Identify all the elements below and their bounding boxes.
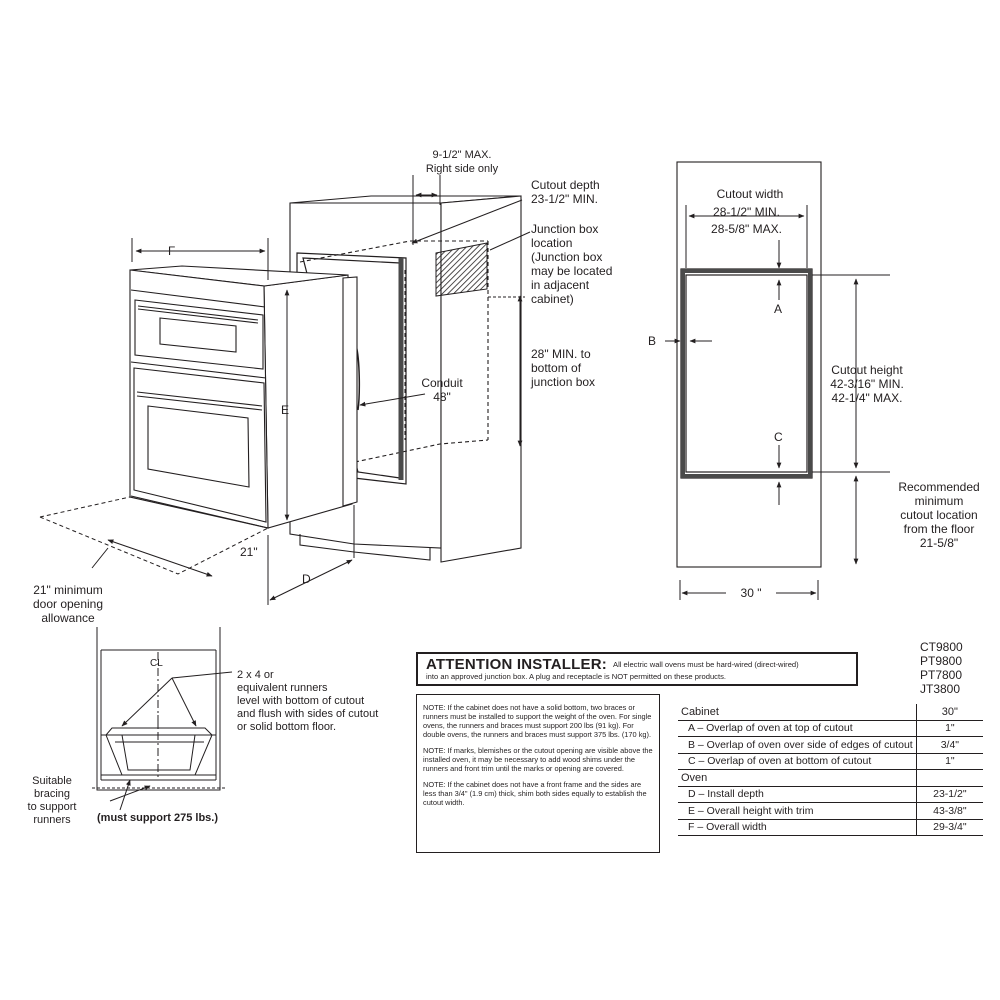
table-row: E – Overall height with trim 43-3/8" xyxy=(678,802,983,820)
note-marks-blemishes: NOTE: If marks, blemishes or the cutout … xyxy=(423,746,653,773)
spec-label: E – Overall height with trim xyxy=(678,802,917,820)
spec-value: 3/4" xyxy=(915,736,983,754)
table-row: D – Install depth 23-1/2" xyxy=(678,786,983,803)
spec-value xyxy=(915,769,983,787)
spec-value: 30" xyxy=(915,704,983,721)
model-number: CT9800 xyxy=(920,640,963,654)
spec-value: 43-3/8" xyxy=(915,802,983,820)
attention-line-1: All electric wall ovens must be hard-wir… xyxy=(613,660,799,669)
spec-label: Cabinet xyxy=(678,704,917,721)
table-row: B – Overlap of oven over side of edges o… xyxy=(678,736,983,754)
spec-value: 29-3/4" xyxy=(915,819,983,836)
cutout-height-label: Cutout height 42-3/16" MIN. 42-1/4" MAX. xyxy=(830,363,904,405)
attention-title: ATTENTION INSTALLER: xyxy=(426,656,607,673)
spec-label: F – Overall width xyxy=(678,819,917,836)
dim-f-label: F xyxy=(168,244,176,258)
bracing-label: Suitable bracing to support runners xyxy=(27,775,77,826)
dim-d-label: D xyxy=(302,572,311,586)
cutout-width-min: 28-1/2" MIN. xyxy=(713,205,780,219)
model-list: CT9800 PT9800 PT7800 JT3800 xyxy=(920,640,963,696)
spec-value: 1" xyxy=(915,753,983,770)
spec-value: 1" xyxy=(915,720,983,737)
spec-label: B – Overlap of oven over side of edges o… xyxy=(678,736,917,754)
spec-value: 23-1/2" xyxy=(915,786,983,803)
cutout-width-max: 28-5/8" MAX. xyxy=(711,222,782,236)
spec-label: C – Overlap of oven at bottom of cutout xyxy=(678,753,917,770)
note-front-frame: NOTE: If the cabinet does not have a fro… xyxy=(423,780,647,807)
centerline-label: CL xyxy=(150,658,163,669)
dim-e-label: E xyxy=(281,403,290,417)
side-max-label: 9-1/2" MAX. Right side only xyxy=(425,149,499,175)
overlap-a-label: A xyxy=(774,302,783,316)
model-number: PT7800 xyxy=(920,668,963,682)
junction-box xyxy=(435,242,488,297)
table-row: Oven xyxy=(678,769,983,787)
table-row: Cabinet 30" xyxy=(678,704,983,721)
overlap-b-label: B xyxy=(648,334,657,348)
conduit-label: Conduit 48" xyxy=(421,376,463,404)
floor-location-label: Recommended minimum cutout location from… xyxy=(898,480,980,550)
junction-box-label: Junction box location (Junction box may … xyxy=(531,222,613,306)
table-row: A – Overlap of oven at top of cutout 1" xyxy=(678,720,983,737)
note-solid-bottom: NOTE: If the cabinet does not have a sol… xyxy=(423,703,652,739)
oven-drawing xyxy=(129,265,358,529)
spec-label: A – Overlap of oven at top of cutout xyxy=(678,720,917,737)
table-row: F – Overall width 29-3/4" xyxy=(678,819,983,836)
runner-view xyxy=(92,627,233,811)
dim-21-label: 21" xyxy=(240,545,258,559)
cabinet-width-label: 30 " xyxy=(726,586,776,600)
door-allowance-label: 21" minimum door opening allowance xyxy=(32,583,104,625)
notes-box: NOTE: If the cabinet does not have a sol… xyxy=(416,694,660,853)
table-row: C – Overlap of oven at bottom of cutout … xyxy=(678,753,983,770)
oven-dimensions xyxy=(39,175,531,605)
cutout-width-title: Cutout width xyxy=(716,187,784,201)
attention-installer-box: ATTENTION INSTALLER: All electric wall o… xyxy=(416,652,858,686)
spec-label: Oven xyxy=(678,769,917,787)
model-number: PT9800 xyxy=(920,654,963,668)
spec-label: D – Install depth xyxy=(678,786,917,803)
cutout-front-view xyxy=(676,161,822,568)
support-weight-label: (must support 275 lbs.) xyxy=(97,812,219,824)
dimension-spec-table: Cabinet 30" A – Overlap of oven at top o… xyxy=(678,704,983,836)
attention-line-2: into an approved junction box. A plug an… xyxy=(426,672,726,681)
runners-label: 2 x 4 or equivalent runners level with b… xyxy=(237,669,379,733)
min-to-junction-box-label: 28" MIN. to bottom of junction box xyxy=(531,347,596,389)
overlap-c-label: C xyxy=(774,430,783,444)
cutout-depth-label: Cutout depth 23-1/2" MIN. xyxy=(531,178,600,206)
model-number: JT3800 xyxy=(920,682,961,696)
oven-front-details xyxy=(130,289,269,529)
